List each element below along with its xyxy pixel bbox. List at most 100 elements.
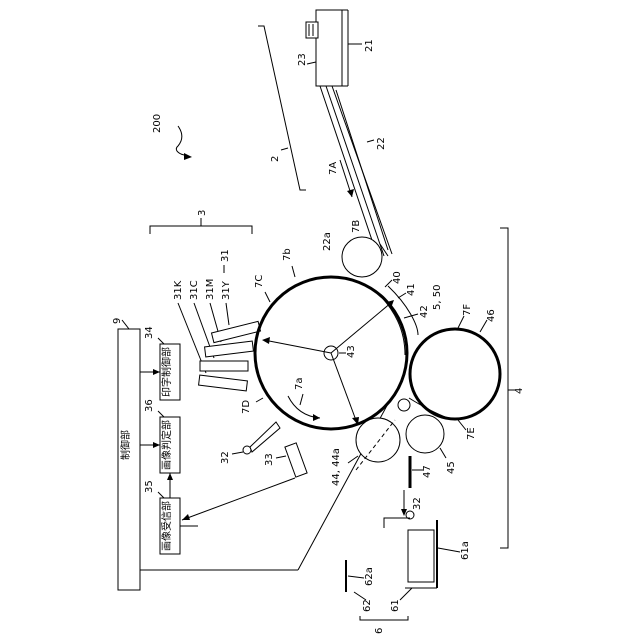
feed-unit-ref: 21 [364, 39, 375, 52]
ref-62a-leader [348, 576, 364, 578]
roller-22a [342, 237, 382, 277]
drum-spoke-left-arrow [262, 337, 270, 344]
print-control-label: 印字制御部 [160, 347, 173, 397]
camera-signal-arrowhead [182, 514, 190, 520]
feed-knob [306, 22, 318, 38]
roller-46 [410, 329, 500, 419]
print-control-ref: 34 [144, 326, 155, 339]
ref-62: 62 [362, 599, 373, 612]
path-7a-lower-ref: 7a [294, 378, 305, 391]
drum-spoke-lower [331, 353, 357, 423]
sensor-32-left-ref: 32 [220, 451, 231, 464]
light-33 [285, 443, 307, 477]
head-m [205, 341, 254, 357]
light-33-leader [276, 456, 286, 458]
path-7b-ref: 7B [351, 220, 362, 233]
rotation-arrow [288, 396, 320, 418]
ref-61a-leader [438, 548, 460, 552]
ref-62a: 62a [364, 567, 375, 586]
guide-line-4 [336, 90, 388, 250]
path-7c-ref: 7C [254, 275, 265, 288]
path-7f-ref: 7F [462, 304, 473, 316]
drum-center-ref: 43 [346, 345, 357, 358]
light-33-ref: 33 [264, 453, 275, 466]
receive-to-judge-arrowhead [167, 473, 173, 480]
ref-40: 40 [392, 271, 403, 284]
head-y-label: 31Y [221, 280, 232, 300]
ref-41: 41 [406, 283, 417, 296]
head-k-label: 31K [173, 280, 184, 300]
controller-label: 制御部 [119, 430, 132, 460]
guide-leader [367, 140, 374, 142]
path-7d-ref: 7D [241, 400, 252, 414]
sheet-path-brace [258, 26, 306, 190]
guide-ref: 22 [376, 137, 387, 150]
path-7f-leader [458, 316, 464, 328]
drum-spoke-upper-right [331, 302, 392, 353]
ref-62-leader [354, 592, 366, 600]
image-receive-leader [158, 492, 164, 498]
ref-41-leader [398, 293, 406, 298]
head-m-label: 31M [205, 279, 216, 300]
print-control-leader [158, 338, 164, 344]
paper-stack-ref: 23 [297, 53, 308, 66]
controller-ref: 9 [112, 318, 123, 324]
rotation-arrowhead [313, 414, 320, 421]
sensor-32-bottom-bracket [384, 518, 410, 528]
drum-spoke-left [264, 340, 331, 353]
ref-42: 42 [419, 305, 430, 318]
controller-leader [122, 320, 129, 329]
ref-46-leader [480, 320, 487, 332]
path-7a-lower-leader [300, 394, 303, 405]
roller-44 [356, 418, 400, 462]
paper-stack-leader [307, 62, 316, 64]
head-group-31: 31 [220, 249, 231, 262]
image-receive-label: 画像受信部 [160, 501, 173, 551]
path-7b-lower-ref: 7b [282, 248, 293, 261]
ctrl-to-print-arrowhead [153, 369, 160, 375]
ref-45: 45 [446, 461, 457, 474]
path-7c-leader [265, 292, 270, 302]
sensor-32-left-cone [250, 422, 280, 452]
ref-61-leader [400, 588, 412, 600]
printhead-brace [150, 226, 252, 234]
figure-leader [176, 126, 186, 155]
ctrl-to-judge-arrowhead [153, 442, 160, 448]
path-7b-lower-leader [292, 266, 295, 277]
head-c [200, 361, 248, 371]
ref-5-50: 5, 50 [432, 285, 443, 310]
path-7a-arrowhead [347, 189, 354, 197]
small-idler [398, 399, 410, 411]
head-y-leader [226, 303, 229, 325]
path-7d-leader [256, 398, 263, 402]
image-receive-ref: 35 [144, 480, 155, 493]
ref-47: 47 [422, 465, 433, 478]
ref-45-leader [440, 448, 446, 458]
image-judge-label: 画像判定部 [160, 420, 173, 470]
ref-6-brace [360, 616, 408, 620]
ref-46: 46 [486, 309, 497, 322]
feed-unit [316, 10, 342, 86]
image-judge-ref: 36 [144, 399, 155, 412]
printhead-group-ref: 3 [197, 210, 208, 216]
ref-6: 6 [374, 628, 385, 634]
ref-61: 61 [390, 599, 401, 612]
figure-number: 200 [152, 114, 163, 133]
path-7e-leader [458, 420, 466, 430]
figure-leader-arrowhead [184, 153, 192, 160]
sheet-path-tick [281, 148, 288, 150]
path-7a-top-ref: 7A [328, 162, 339, 175]
section-4-brace [500, 228, 508, 548]
section-4-ref: 4 [514, 388, 525, 394]
head-c-label: 31C [189, 280, 200, 300]
ref-44-44a: 44, 44a [331, 448, 342, 486]
output-tray-61 [408, 530, 434, 582]
head-k [199, 375, 248, 391]
head-y [212, 321, 261, 342]
path-7e-ref: 7E [466, 427, 477, 440]
roller-22a-ref: 22a [322, 232, 333, 251]
sheet-path-ref: 2 [270, 156, 281, 162]
sensor-32-bottom-ref: 32 [412, 497, 423, 510]
camera-signal-line [182, 478, 295, 520]
